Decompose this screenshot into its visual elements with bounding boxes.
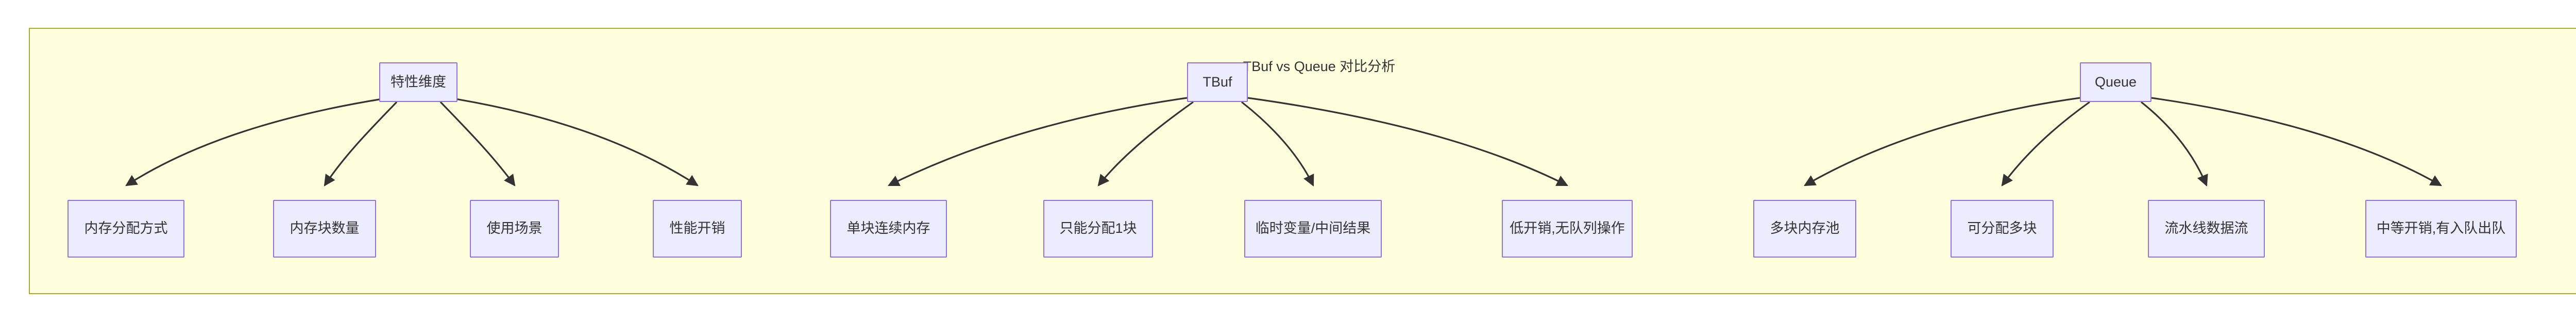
node-leaf-pipeline[interactable]: 流水线数据流	[2148, 200, 2265, 258]
node-label: 内存块数量	[290, 220, 360, 236]
node-root-queue[interactable]: Queue	[2080, 62, 2151, 102]
node-label: 性能开销	[669, 220, 725, 236]
node-label: 可分配多块	[1967, 220, 2037, 236]
node-label: 中等开销,有入队出队	[2376, 220, 2506, 236]
node-leaf-medium-cost[interactable]: 中等开销,有入队出队	[2365, 200, 2517, 258]
node-label: Queue	[2094, 74, 2137, 90]
node-leaf-multi-alloc[interactable]: 可分配多块	[1951, 200, 2054, 258]
node-label: 特性维度	[391, 74, 446, 90]
node-leaf-alloc-method[interactable]: 内存分配方式	[67, 200, 184, 258]
node-leaf-perf-cost[interactable]: 性能开销	[653, 200, 742, 258]
node-label: 内存分配方式	[84, 220, 168, 236]
node-root-tbuf[interactable]: TBuf	[1187, 62, 1248, 102]
node-root-dimension[interactable]: 特性维度	[379, 62, 457, 102]
subgraph-title: TBuf vs Queue 对比分析	[1243, 59, 1396, 74]
node-label: TBuf	[1202, 74, 1232, 90]
node-label: 只能分配1块	[1059, 220, 1137, 236]
node-leaf-block-count[interactable]: 内存块数量	[273, 200, 376, 258]
node-leaf-multi-pool[interactable]: 多块内存池	[1753, 200, 1856, 258]
node-leaf-low-overhead[interactable]: 低开销,无队列操作	[1502, 200, 1633, 258]
node-label: 多块内存池	[1770, 220, 1840, 236]
node-leaf-temp-var[interactable]: 临时变量/中间结果	[1244, 200, 1382, 258]
node-label: 临时变量/中间结果	[1255, 220, 1371, 236]
node-label: 使用场景	[486, 220, 543, 236]
node-leaf-use-case[interactable]: 使用场景	[470, 200, 559, 258]
node-label: 单块连续内存	[846, 220, 930, 236]
node-label: 流水线数据流	[2164, 220, 2248, 236]
node-label: 低开销,无队列操作	[1510, 220, 1625, 236]
node-leaf-only-one-block[interactable]: 只能分配1块	[1043, 200, 1153, 258]
node-leaf-single-contig[interactable]: 单块连续内存	[830, 200, 947, 258]
